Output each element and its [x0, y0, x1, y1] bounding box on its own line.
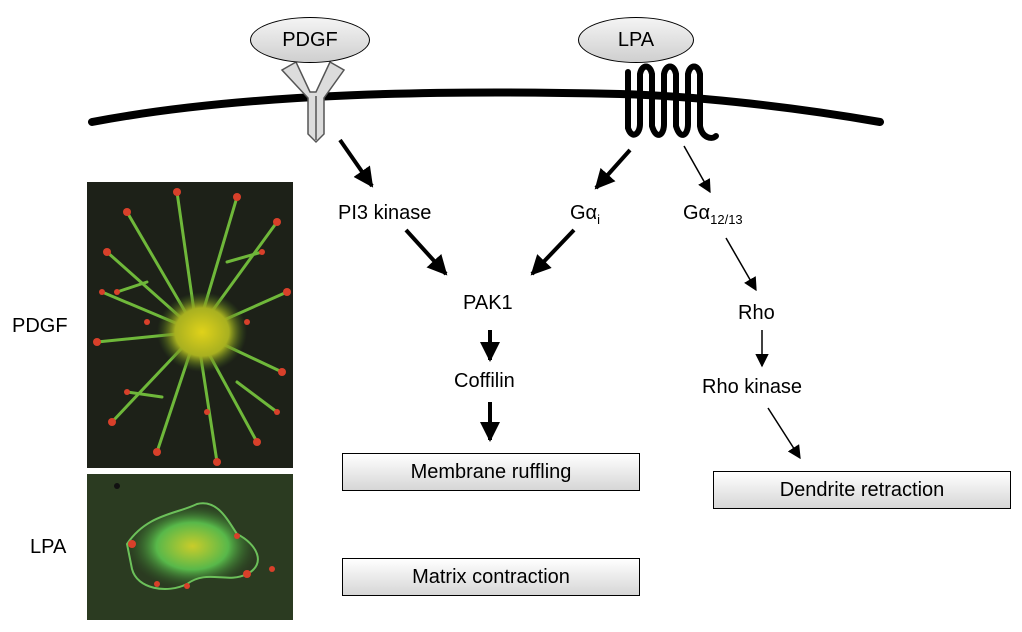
lpa-ligand-label: LPA: [617, 28, 655, 51]
node-pak1: PAK1: [463, 292, 513, 314]
outcome-dendrite-retraction: Dendrite retraction: [713, 471, 1011, 509]
arrow-lpa-to-galpha-i: [594, 148, 632, 190]
node-rho-kinase: Rho kinase: [702, 376, 803, 398]
signal-arrows-weak: [683, 145, 801, 460]
node-rho: Rho: [738, 302, 775, 324]
galpha-1213-base: Gα: [683, 202, 711, 224]
arrow-galpha-1213-to-rho: [725, 237, 757, 292]
node-galpha-i: Gαi: [570, 202, 600, 227]
lpa-cell-image: [114, 483, 275, 590]
lpa-micrograph: [87, 474, 293, 620]
arrow-rho-kinase-to-retraction: [767, 407, 801, 460]
lpa-ligand: LPA: [578, 17, 694, 63]
node-pi3-kinase: PI3 kinase: [338, 202, 432, 224]
arrow-pdgf-to-pi3k: [338, 138, 374, 188]
pdgf-cell-image: [93, 188, 291, 466]
dendrite-retraction-label: Dendrite retraction: [779, 478, 945, 501]
arrow-galpha-i-to-pak1: [530, 228, 576, 276]
outcome-matrix-contraction: Matrix contraction: [342, 558, 640, 596]
outcome-membrane-ruffling: Membrane ruffling: [342, 453, 640, 491]
galpha-i-base: Gα: [570, 202, 598, 224]
micrograph-label-pdgf: PDGF: [12, 315, 68, 337]
cell-membrane: [88, 88, 884, 126]
pdgf-ligand: PDGF: [250, 17, 370, 63]
pdgf-micrograph: [87, 182, 293, 468]
matrix-contraction-label: Matrix contraction: [412, 565, 570, 588]
arrow-lpa-to-galpha-1213: [683, 145, 711, 194]
signal-arrows-strong: [338, 138, 632, 442]
micrograph-label-lpa: LPA: [30, 536, 67, 558]
galpha-1213-subscript: 12/13: [710, 212, 743, 227]
membrane-ruffling-label: Membrane ruffling: [410, 460, 572, 483]
galpha-i-subscript: i: [597, 212, 601, 227]
pdgf-ligand-label: PDGF: [282, 28, 338, 51]
pdgf-receptor-icon: [280, 60, 346, 144]
arrow-pi3k-to-pak1: [404, 228, 448, 276]
lpa-receptor-icon: [625, 63, 719, 141]
node-galpha-1213: Gα12/13: [683, 202, 743, 227]
node-coffilin: Coffilin: [454, 370, 515, 392]
